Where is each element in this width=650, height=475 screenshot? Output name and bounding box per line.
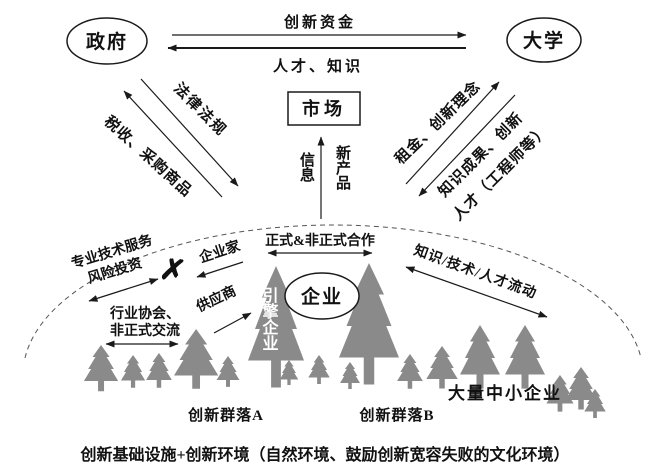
cross-icon: ✗ [157, 252, 187, 289]
tree-icon [83, 345, 119, 392]
tree-icon [308, 355, 330, 384]
laws-arrow [140, 78, 239, 187]
government-node [66, 17, 148, 65]
cluster-a-label: 创新群落A [187, 406, 264, 424]
tree-icon [174, 329, 219, 389]
tree-icon [340, 362, 360, 389]
tree-icon [279, 360, 299, 386]
tree-icon [397, 354, 423, 389]
rent-ideas-arrow [405, 81, 500, 185]
information-label: 信息 [298, 151, 315, 183]
smes-label: 大量中小企业 [448, 383, 562, 403]
knowledge-flow-label: 知识/技术/人才流动 [412, 242, 540, 302]
talent-knowledge-label: 人才、知识 [273, 57, 363, 75]
market-node [287, 91, 361, 126]
engine-enterprise-label: 引擎企业 [260, 287, 280, 351]
market-label: 市场 [302, 98, 346, 119]
cluster-boundary-dashed-arc [24, 224, 642, 359]
tax-procurement-label: 税收、采购商品 [101, 112, 196, 200]
enterprise-node [284, 272, 360, 320]
new-product-label: 新产品 [334, 144, 351, 191]
knowledge-flow-arrow [405, 266, 548, 318]
services-arrow [88, 278, 159, 302]
tree-icon [505, 325, 545, 389]
tree-icon [216, 356, 240, 387]
association-label-line2: 非正式交流 [110, 322, 180, 339]
university-node [506, 17, 582, 63]
innovation-fund-label: 创新资金 [283, 13, 356, 31]
laws-label: 法律法规 [170, 79, 231, 140]
tree-icon [460, 325, 500, 389]
supplier-label: 供应商 [193, 282, 239, 316]
university-label: 大学 [523, 29, 565, 52]
diagram-caption: 创新基础设施+创新环境（自然环境、鼓励创新宽容失败的文化环境） [79, 445, 569, 464]
tree-icon [146, 353, 172, 388]
cluster-b-label: 创新群落B [358, 406, 434, 424]
tree-icon [120, 355, 146, 388]
government-label: 政府 [86, 30, 128, 53]
tax-procurement-arrow [123, 90, 223, 198]
entrepreneur-label: 企业家 [196, 237, 243, 267]
association-label-line1: 行业协会、 [109, 305, 180, 322]
knowledge-results-arrow [418, 94, 516, 197]
supplier-arrow [213, 312, 252, 334]
entrepreneur-arrow [196, 261, 244, 278]
tree-icon [426, 346, 458, 389]
cooperation-label: 正式&非正式合作 [265, 232, 375, 249]
enterprise-label: 企业 [300, 285, 343, 308]
